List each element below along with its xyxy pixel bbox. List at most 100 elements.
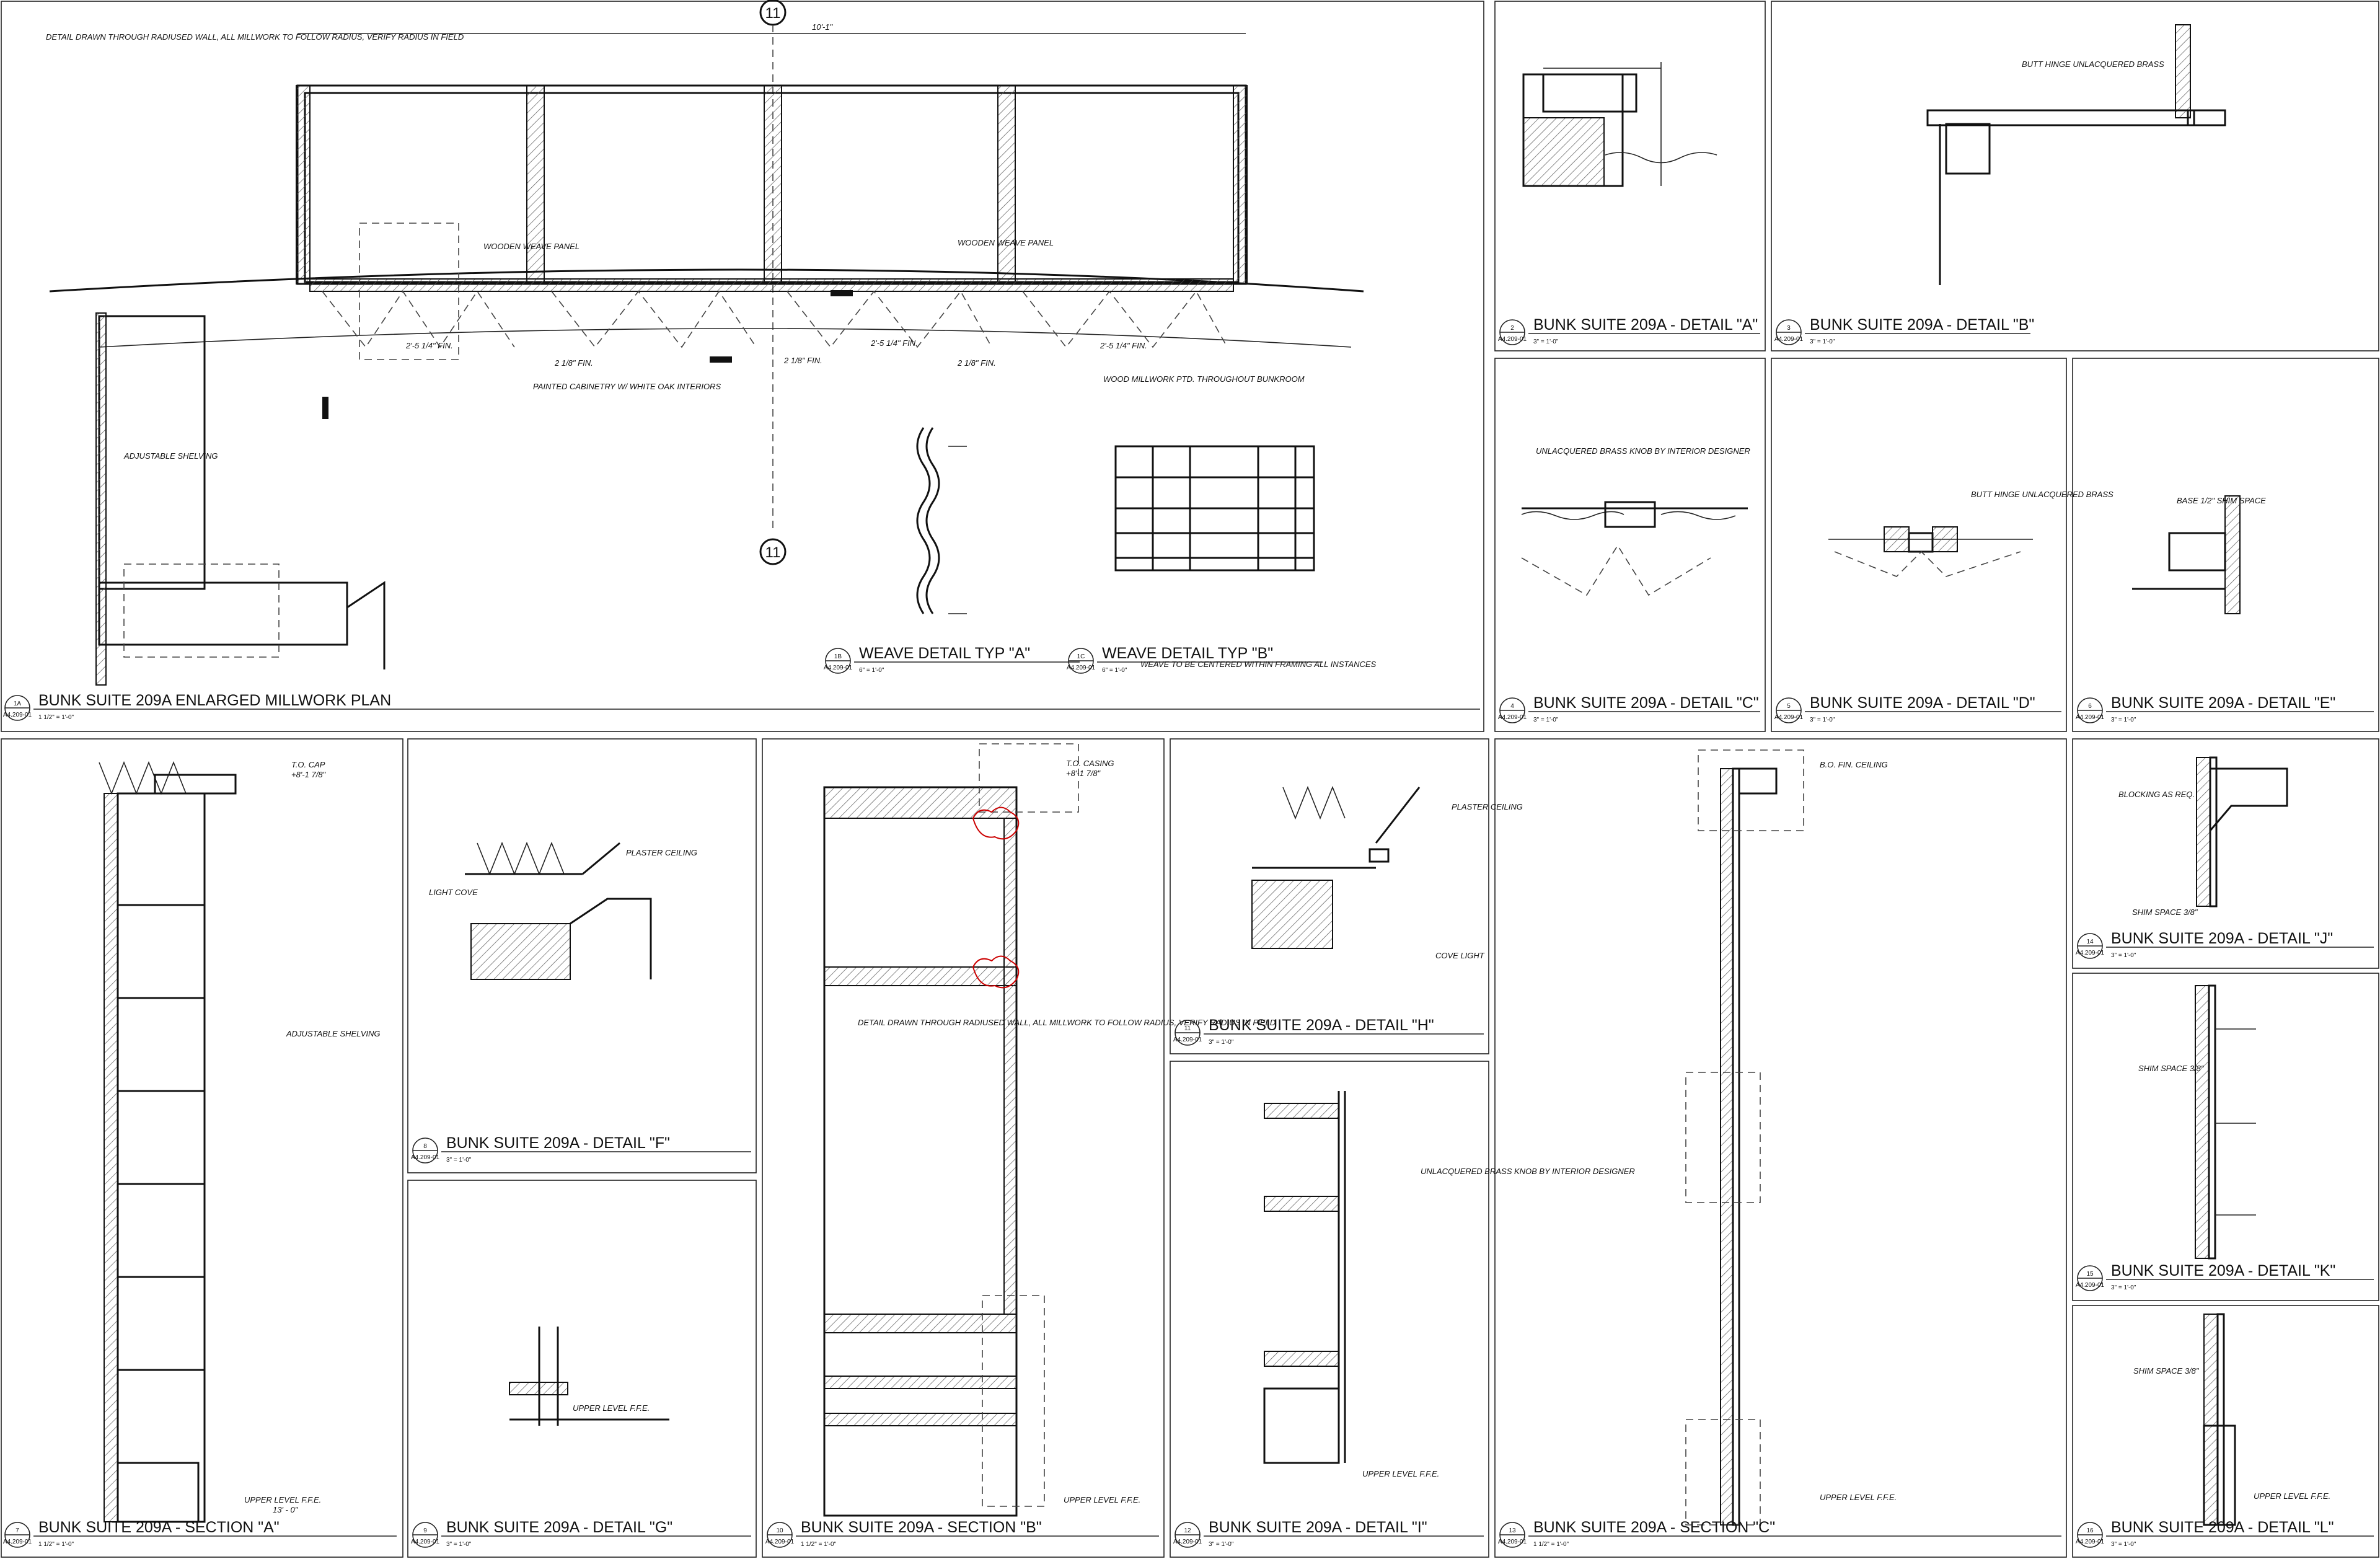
detail-title: BUNK SUITE 209A - DETAIL "C" (1533, 694, 1759, 712)
detail-scale: 6" = 1'-0" (1102, 667, 1127, 674)
detail-scale: 1 1/2" = 1'-0" (1533, 1541, 1569, 1548)
to-cap-label: T.O. CAP (291, 760, 325, 769)
sheet-ref: A4.209-01 (1498, 714, 1527, 721)
detail-number: 2 (1510, 325, 1514, 332)
detail-title: BUNK SUITE 209A - SECTION "A" (38, 1519, 280, 1536)
detail-9g: UPPER LEVEL F.F.E. (509, 1327, 669, 1426)
detail-scale: 3" = 1'-0" (1810, 338, 1835, 345)
overall-dimension: 10'-1" (812, 22, 834, 32)
detail-8f: PLASTER CEILING LIGHT COVE (429, 841, 697, 980)
to-cap-elev: +8'-1 7/8" (291, 770, 327, 779)
detail-scale: 3" = 1'-0" (2111, 952, 2136, 959)
grid-tag-bottom: 11 (765, 544, 781, 561)
detail-scale: 3" = 1'-0" (2111, 717, 2136, 723)
detail-scale: 3" = 1'-0" (1209, 1541, 1234, 1548)
detail-number: 16 (2086, 1527, 2094, 1534)
upper-level-label-b: UPPER LEVEL F.F.E. (1064, 1495, 1140, 1504)
shim-space-note-k: SHIM SPACE 3/8" (2138, 1064, 2205, 1073)
detail-title: BUNK SUITE 209A - DETAIL "J" (2111, 930, 2333, 947)
detail-title: WEAVE DETAIL TYP "B" (1102, 645, 1273, 662)
weave-panel-label-2: WOODEN WEAVE PANEL (958, 238, 1054, 247)
weave-panel-label: WOODEN WEAVE PANEL (483, 242, 580, 251)
detail-title: BUNK SUITE 209A - SECTION "B" (801, 1519, 1042, 1536)
shim-space-note: SHIM SPACE 3/8" (2132, 908, 2198, 917)
detail-title: BUNK SUITE 209A - DETAIL "G" (446, 1519, 672, 1536)
detail-number: 1A (14, 700, 22, 707)
fin-dim-3: 2'-5 1/4" FIN. (1100, 341, 1147, 350)
detail-title: BUNK SUITE 209A - DETAIL "I" (1209, 1519, 1427, 1536)
detail-title: BUNK SUITE 209A - DETAIL "A" (1533, 316, 1758, 333)
upper-level-label-l: UPPER LEVEL F.F.E. (2254, 1491, 2330, 1501)
sheet-ref: A4.209-01 (411, 1154, 440, 1161)
upper-level-label: UPPER LEVEL F.F.E. (244, 1495, 321, 1504)
blocking-note: BLOCKING AS REQ. (2118, 790, 2195, 799)
butt-hinge-note-2: BUTT HINGE UNLACQUERED BRASS (1971, 490, 2113, 499)
section-7a: T.O. CAP +8'-1 7/8" ADJUSTABLE SHELVING … (99, 760, 380, 1523)
title-block-1C: 1C A4.209-01 WEAVE DETAIL TYP "B" 6" = 1'-0… (1067, 645, 1323, 674)
detail-number: 3 (1787, 325, 1791, 332)
section-13c: B.O. FIN. CEILING UPPER LEVEL F.F.E. (1685, 749, 1897, 1526)
detail-scale: 1 1/2" = 1'-0" (38, 1541, 74, 1548)
detail-number: 1C (1077, 653, 1085, 660)
cove-light-note: COVE LIGHT (1435, 951, 1485, 960)
detail-number: 1B (834, 653, 842, 660)
sheet-ref: A4.209-01 (2076, 1282, 2105, 1289)
detail-scale: 3" = 1'-0" (2111, 1284, 2136, 1291)
sheet-ref: A4.209-01 (1498, 1539, 1527, 1545)
detail-15k: SHIM SPACE 3/8" (2138, 984, 2256, 1260)
detail-scale: 3" = 1'-0" (1533, 338, 1559, 345)
upper-level-label-c: UPPER LEVEL F.F.E. (1820, 1493, 1897, 1502)
sheet-ref: A4.209-01 (1774, 714, 1804, 721)
detail-number: 15 (2086, 1271, 2094, 1278)
detail-scale: 3" = 1'-0" (446, 1541, 472, 1548)
plan-1a: 11 11 10'-1" DETAI (46, 0, 1377, 686)
adjustable-shelving-note: ADJUSTABLE SHELVING (123, 451, 218, 461)
fin-dim-2: 2'-5 1/4" FIN. (870, 338, 918, 348)
fin-dim-4: 2 1/8" FIN. (554, 358, 593, 368)
butt-hinge-note: BUTT HINGE UNLACQUERED BRASS (2022, 60, 2164, 69)
bo-ceiling-label: B.O. FIN. CEILING (1820, 760, 1888, 769)
detail-number: 6 (2088, 703, 2092, 710)
sheet-ref: A4.209-01 (3, 1539, 32, 1545)
sheet-ref: A4.209-01 (2076, 1539, 2105, 1545)
detail-number: 14 (2086, 938, 2094, 945)
to-casing-label: T.O. CASING (1066, 759, 1114, 768)
upper-level-label-i: UPPER LEVEL F.F.E. (1362, 1469, 1439, 1478)
sheet-ref: A4.209-01 (1173, 1036, 1202, 1043)
detail-title: BUNK SUITE 209A ENLARGED MILLWORK PLAN (38, 692, 391, 709)
plaster-ceiling-note-h: PLASTER CEILING (1452, 802, 1523, 811)
detail-12i: UNLACQUERED BRASS KNOB BY INTERIOR DESIG… (1263, 1091, 1635, 1478)
detail-number: 11 (1184, 1025, 1191, 1032)
painted-cabinetry-note: PAINTED CABINETRY W/ WHITE OAK INTERIORS (533, 382, 721, 391)
shim-space-note-l: SHIM SPACE 3/8" (2133, 1366, 2200, 1376)
detail-scale: 1 1/2" = 1'-0" (38, 714, 74, 721)
sheet-ref: A4.209-01 (2076, 950, 2105, 956)
detail-number: 10 (776, 1527, 783, 1534)
section-10b: DETAIL DRAWN THROUGH RADIUSED WALL, ALL … (823, 743, 1276, 1517)
adjustable-shelving-section: ADJUSTABLE SHELVING (286, 1029, 380, 1038)
detail-title: BUNK SUITE 209A - DETAIL "K" (2111, 1262, 2335, 1279)
detail-3b: BUTT HINGE UNLACQUERED BRASS (1926, 24, 2226, 285)
grid-tag-top: 11 (765, 5, 781, 22)
sheet-ref: A4.209-01 (765, 1539, 795, 1545)
detail-scale: 3" = 1'-0" (1810, 717, 1835, 723)
sheet-ref: A4.209-01 (1067, 665, 1096, 671)
detail-4c: UNLACQUERED BRASS KNOB BY INTERIOR DESIG… (1521, 446, 1750, 596)
detail-number: 13 (1509, 1527, 1516, 1534)
sheet-ref: A4.209-01 (1774, 336, 1804, 343)
detail-11h: PLASTER CEILING COVE LIGHT (1251, 785, 1523, 960)
sheet-ref: A4.209-01 (824, 665, 853, 671)
